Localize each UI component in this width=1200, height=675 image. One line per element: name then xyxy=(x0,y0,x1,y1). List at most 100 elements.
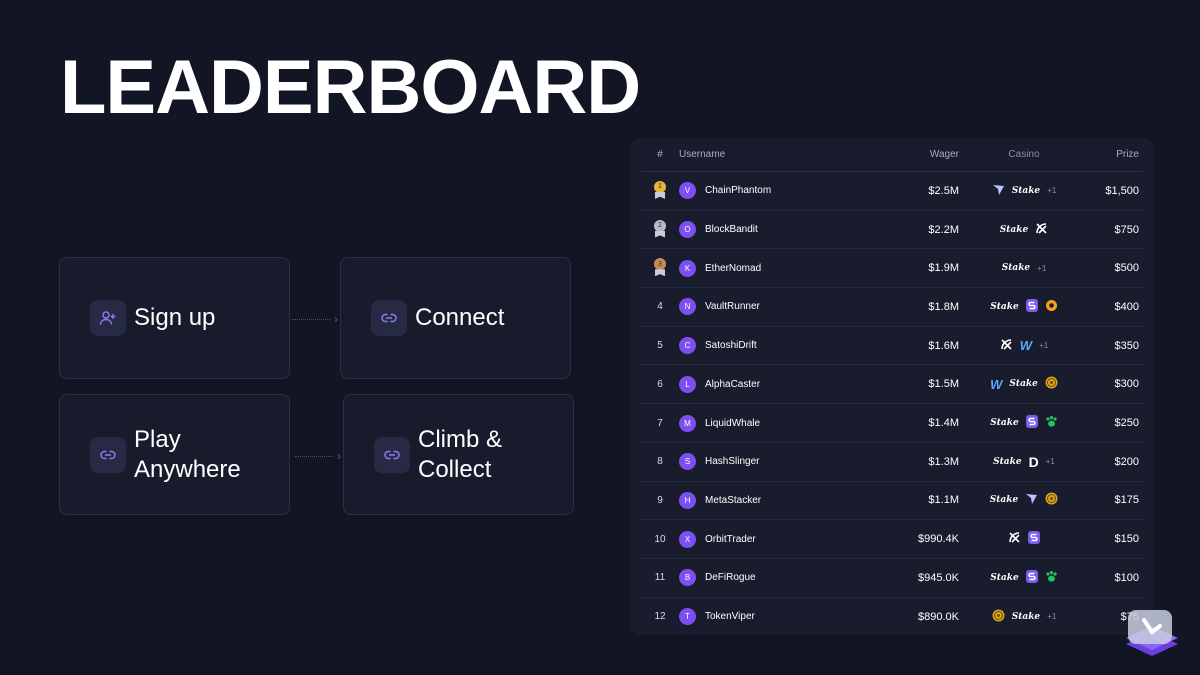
prize-value: $300 xyxy=(1114,378,1139,391)
wager-value: $1.9M xyxy=(928,262,959,275)
casino-cell: Stake+1 xyxy=(959,263,1089,273)
stake-logo-icon: Stake xyxy=(990,572,1019,583)
step-climb-collect[interactable]: Climb & Collect xyxy=(343,394,574,515)
prize-value: $750 xyxy=(1114,223,1139,236)
medal-icon: 3 xyxy=(641,258,679,278)
s-box-logo-icon xyxy=(1025,415,1038,431)
wager-value: $1.1M xyxy=(928,494,959,507)
avatar: L xyxy=(679,375,696,393)
rank-number: 6 xyxy=(657,378,663,390)
table-header: # Username Wager Casino Prize xyxy=(641,138,1143,172)
avatar: H xyxy=(679,491,696,509)
column-header-prize[interactable]: Prize xyxy=(1116,149,1139,160)
casino-more-count[interactable]: +1 xyxy=(1047,612,1057,622)
column-header-wager[interactable]: Wager xyxy=(929,149,959,160)
avatar: S xyxy=(679,453,696,471)
username[interactable]: ChainPhantom xyxy=(705,185,772,197)
username-cell: K EtherNomad xyxy=(679,259,849,277)
casino-cell: Stake+1 xyxy=(959,183,1089,199)
rank-number: 2 xyxy=(654,219,666,232)
step-connector: › xyxy=(295,450,341,462)
username[interactable]: EtherNomad xyxy=(705,262,762,274)
knot-logo-icon xyxy=(1000,338,1013,354)
casino-more-count[interactable]: +1 xyxy=(1037,263,1047,273)
prize-value: $400 xyxy=(1114,300,1139,313)
wager-value: $890.0K xyxy=(918,610,959,623)
column-header-username[interactable]: Username xyxy=(679,149,726,160)
casino-cell: W+1 xyxy=(959,338,1089,354)
username[interactable]: DeFiRogue xyxy=(705,572,756,584)
s-box-logo-icon xyxy=(1025,298,1038,315)
avatar: O xyxy=(679,221,696,239)
wager-value: $2.2M xyxy=(928,223,959,236)
step-sign-up[interactable]: Sign up xyxy=(59,257,290,379)
username[interactable]: AlphaCaster xyxy=(705,378,761,390)
step-label: Climb & Collect xyxy=(418,425,503,483)
wager-value: $1.6M xyxy=(928,339,959,352)
username-cell: O BlockBandit xyxy=(679,221,849,239)
d-logo-icon: D xyxy=(1028,453,1039,470)
casino-more-count[interactable]: +1 xyxy=(1039,341,1049,351)
username[interactable]: OrbitTrader xyxy=(705,533,756,545)
step-connector: › xyxy=(292,313,338,325)
stake-logo-icon: Stake xyxy=(990,418,1019,429)
column-header-rank: # xyxy=(657,149,663,160)
username[interactable]: BlockBandit xyxy=(705,224,758,236)
casino-cell: Stake xyxy=(959,569,1089,586)
step-label: Play Anywhere xyxy=(134,425,241,483)
username[interactable]: HashSlinger xyxy=(705,456,760,468)
step-connect[interactable]: Connect xyxy=(340,257,571,379)
paw-logo-icon xyxy=(1045,415,1058,431)
avatar: N xyxy=(679,298,696,316)
step-play-anywhere[interactable]: Play Anywhere xyxy=(59,394,290,515)
medal-icon: 1 xyxy=(641,180,679,201)
gold-coin-logo-icon xyxy=(1045,376,1058,392)
avatar: K xyxy=(679,259,696,277)
page-title: LEADERBOARD xyxy=(60,45,641,130)
casino-more-count[interactable]: +1 xyxy=(1047,186,1057,196)
rank-number: 5 xyxy=(657,340,663,352)
knot-logo-icon xyxy=(1035,222,1048,238)
stake-logo-icon: Stake xyxy=(1011,611,1041,622)
silver-medal-icon: 2 xyxy=(653,219,667,240)
casino-more-count[interactable]: +1 xyxy=(1045,457,1055,467)
prize-value: $250 xyxy=(1114,417,1139,430)
app-logo-icon xyxy=(1126,610,1178,656)
username[interactable]: LiquidWhale xyxy=(705,417,761,429)
username[interactable]: VaultRunner xyxy=(705,301,760,313)
rank-number: 9 xyxy=(657,494,663,506)
gold-coin-logo-icon xyxy=(992,609,1005,625)
avatar: C xyxy=(679,337,696,355)
prize-value: $200 xyxy=(1114,455,1139,468)
stake-logo-icon: Stake xyxy=(989,495,1019,506)
username[interactable]: SatoshiDrift xyxy=(705,340,757,352)
rank-number: 11 xyxy=(654,572,666,584)
username[interactable]: TokenViper xyxy=(705,611,755,623)
prize-value: $350 xyxy=(1114,339,1139,352)
username-cell: N VaultRunner xyxy=(679,298,849,316)
orange-ring-logo-icon xyxy=(1045,299,1058,315)
casino-cell: Stake xyxy=(959,222,1089,238)
bronze-medal-icon: 3 xyxy=(653,258,667,278)
username[interactable]: MetaStacker xyxy=(705,494,762,506)
wager-value: $1.4M xyxy=(928,417,959,430)
prize-value: $100 xyxy=(1114,571,1139,584)
gold-coin-logo-icon xyxy=(1045,492,1058,508)
step-label: Connect xyxy=(415,304,505,331)
